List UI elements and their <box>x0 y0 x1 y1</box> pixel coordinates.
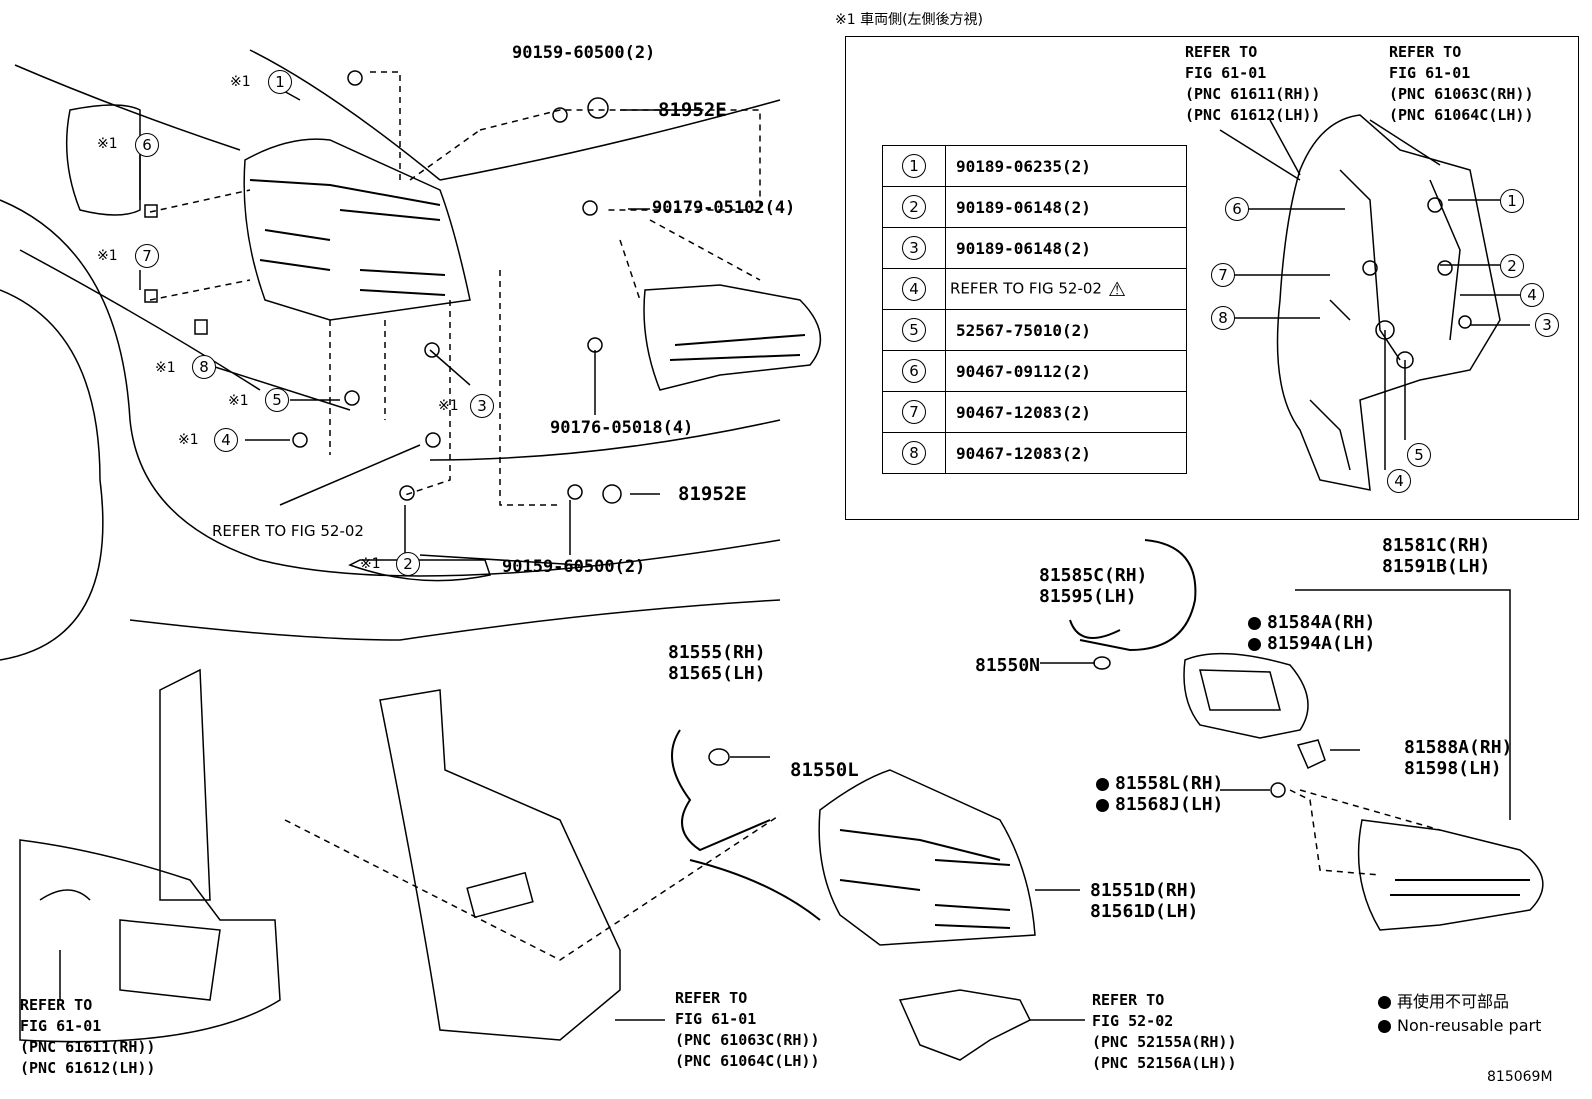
inset-callout-8: 8 <box>1211 306 1235 330</box>
refer-block-bottom-right: REFER TO FIG 52-02 (PNC 52155A(RH)) (PNC… <box>1092 991 1237 1072</box>
inset-refer-right: REFER TO FIG 61-01 (PNC 61063C(RH)) (PNC… <box>1389 43 1534 124</box>
row-number: 5 <box>902 318 926 342</box>
callout-2: 2 <box>396 552 420 576</box>
refer-hook <box>348 559 491 582</box>
part-label-81555: 81555(RH) 81565(LH) <box>668 642 766 684</box>
mark-note: ※1 <box>230 74 251 90</box>
mark-note: ※1 <box>228 393 249 409</box>
row-number: 3 <box>902 236 926 260</box>
inset-title: ※1 車両側(左側後方視) <box>835 12 984 28</box>
callout-1: 1 <box>268 70 292 94</box>
tail-lamp-top <box>243 138 471 321</box>
table-row: 4 REFER TO FIG 52-02 ⚠ <box>882 268 1187 310</box>
part-label-81952e-bottom: 81952E <box>678 483 747 505</box>
dashed-harness <box>284 814 781 961</box>
part-label-90179: 90179-05102(4) <box>652 198 796 218</box>
inset-callout-2: 2 <box>1500 254 1524 278</box>
inset-callout-3: 3 <box>1535 313 1559 337</box>
mark-note: ※1 <box>178 432 199 448</box>
callout-6: 6 <box>135 133 159 157</box>
table-row: 7 90467-12083(2) <box>882 391 1187 433</box>
mark-note: ※1 <box>438 398 459 414</box>
inner-lamp-top <box>643 284 822 391</box>
mark-note: ※1 <box>360 556 381 572</box>
table-row: 2 90189-06148(2) <box>882 186 1187 228</box>
back-panel <box>379 689 621 1041</box>
mark-note: ※1 <box>97 136 118 152</box>
quarter-inner-panel <box>19 668 281 1043</box>
refer-block-bottom-center: REFER TO FIG 61-01 (PNC 61063C(RH)) (PNC… <box>675 989 820 1070</box>
callout-4: 4 <box>214 428 238 452</box>
part-label-81588a: 81588A(RH) 81598(LH) <box>1404 737 1513 779</box>
bracket-52155 <box>898 989 1032 1061</box>
inset-callout-5: 5 <box>1407 443 1431 467</box>
warning-icon: ⚠ <box>1107 277 1126 301</box>
diagram-code: 815069M <box>1487 1069 1553 1085</box>
row-part: 90189-06148(2) <box>945 227 1187 269</box>
non-reusable-dot-icon <box>1248 637 1261 651</box>
inset-callout-6: 6 <box>1225 197 1249 221</box>
part-label-81952e-top: 81952E <box>658 99 727 121</box>
table-row: 6 90467-09112(2) <box>882 350 1187 392</box>
row-number: 8 <box>902 441 926 465</box>
row-part: 52567-75010(2) <box>945 309 1187 351</box>
table-row: 1 90189-06235(2) <box>882 145 1187 187</box>
callout-3: 3 <box>470 394 494 418</box>
row-part: 90189-06148(2) <box>945 186 1187 228</box>
row-part: 90467-12083(2) <box>945 391 1187 433</box>
quarter-glass <box>65 104 141 216</box>
table-row: 3 90189-06148(2) <box>882 227 1187 269</box>
table-row: 8 90467-12083(2) <box>882 432 1187 474</box>
inset-refer-left: REFER TO FIG 61-01 (PNC 61611(RH)) (PNC … <box>1185 43 1321 124</box>
callout-7: 7 <box>135 244 159 268</box>
row-number: 7 <box>902 400 926 424</box>
part-label-81550l: 81550L <box>790 759 859 781</box>
tail-lamp-bottom <box>818 769 1036 946</box>
part-label-81585c: 81585C(RH) 81595(LH) <box>1039 565 1148 607</box>
inset-callout-4: 4 <box>1520 283 1544 307</box>
callout-5: 5 <box>265 388 289 412</box>
part-label-81581c: 81581C(RH) 81591B(LH) <box>1382 535 1491 577</box>
inset-box <box>845 36 1579 520</box>
non-reusable-dot-icon <box>1248 616 1261 630</box>
callout-8: 8 <box>192 355 216 379</box>
wire-harness <box>671 729 821 921</box>
inset-callout-7: 7 <box>1211 263 1235 287</box>
part-label-90159-bottom: 90159-60500(2) <box>502 557 646 577</box>
legend-jp: 再使用不可部品 <box>1378 992 1509 1011</box>
inset-callout-4b: 4 <box>1387 469 1411 493</box>
refer-label-52-02: REFER TO FIG 52-02 <box>212 522 364 540</box>
row-part: REFER TO FIG 52-02 <box>950 279 1102 298</box>
part-label-90159-top: 90159-60500(2) <box>512 43 656 63</box>
refer-block-bottom-left: REFER TO FIG 61-01 (PNC 61611(RH)) (PNC … <box>20 996 156 1077</box>
gasket <box>1183 652 1309 739</box>
non-reusable-dot-icon <box>1096 777 1109 791</box>
table-row: 5 52567-75010(2) <box>882 309 1187 351</box>
non-reusable-dot-icon <box>1378 1020 1391 1033</box>
row-part: 90467-12083(2) <box>945 432 1187 474</box>
non-reusable-dot-icon <box>1096 798 1109 812</box>
mark-note: ※1 <box>97 248 118 264</box>
inner-lamp-bottom <box>1357 819 1544 931</box>
row-part: 90467-09112(2) <box>945 350 1187 392</box>
inset-callout-1: 1 <box>1500 189 1524 213</box>
part-label-81584a: 81584A(RH) 81594A(LH) <box>1248 612 1375 654</box>
inset-body <box>1276 114 1501 491</box>
row-number: 1 <box>902 154 926 178</box>
body-outline <box>0 49 781 661</box>
non-reusable-dot-icon <box>1378 996 1391 1009</box>
row-number: 4 <box>902 277 926 301</box>
part-label-90176: 90176-05018(4) <box>550 418 694 438</box>
wire-81585 <box>1069 539 1197 652</box>
part-label-81558l: 81558L(RH) 81568J(LH) <box>1096 773 1223 815</box>
legend-en: Non-reusable part <box>1378 1016 1541 1035</box>
row-number: 6 <box>902 359 926 383</box>
row-number: 2 <box>902 195 926 219</box>
part-label-81551d: 81551D(RH) 81561D(LH) <box>1090 880 1199 922</box>
part-label-81550n: 81550N <box>975 655 1041 676</box>
mark-note: ※1 <box>155 360 176 376</box>
parts-table: 1 90189-06235(2) 2 90189-06148(2) 3 90189-0… <box>882 145 1187 474</box>
row-part: 90189-06235(2) <box>945 145 1187 187</box>
